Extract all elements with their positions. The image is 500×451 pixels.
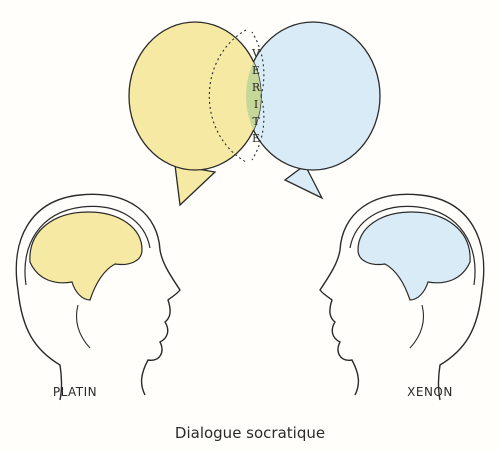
speech-bubble-left <box>128 21 262 207</box>
head-left <box>15 193 181 401</box>
truth-word: V E R I T E <box>251 47 261 145</box>
speaker-right-label: XENON <box>407 385 453 399</box>
brain-right <box>357 211 471 301</box>
speaker-left-label: PLATIN <box>53 385 97 399</box>
truth-letter: T <box>252 115 260 128</box>
brain-left <box>29 211 143 301</box>
diagram-caption: Dialogue socratique <box>175 424 325 442</box>
truth-overlap <box>208 22 265 170</box>
speech-bubble-right <box>245 21 381 200</box>
head-right <box>319 193 485 401</box>
truth-letter: V <box>251 47 261 60</box>
truth-letter: E <box>252 132 260 145</box>
truth-letter: E <box>252 64 260 77</box>
truth-letter: I <box>254 98 258 111</box>
truth-letter: R <box>252 81 261 94</box>
